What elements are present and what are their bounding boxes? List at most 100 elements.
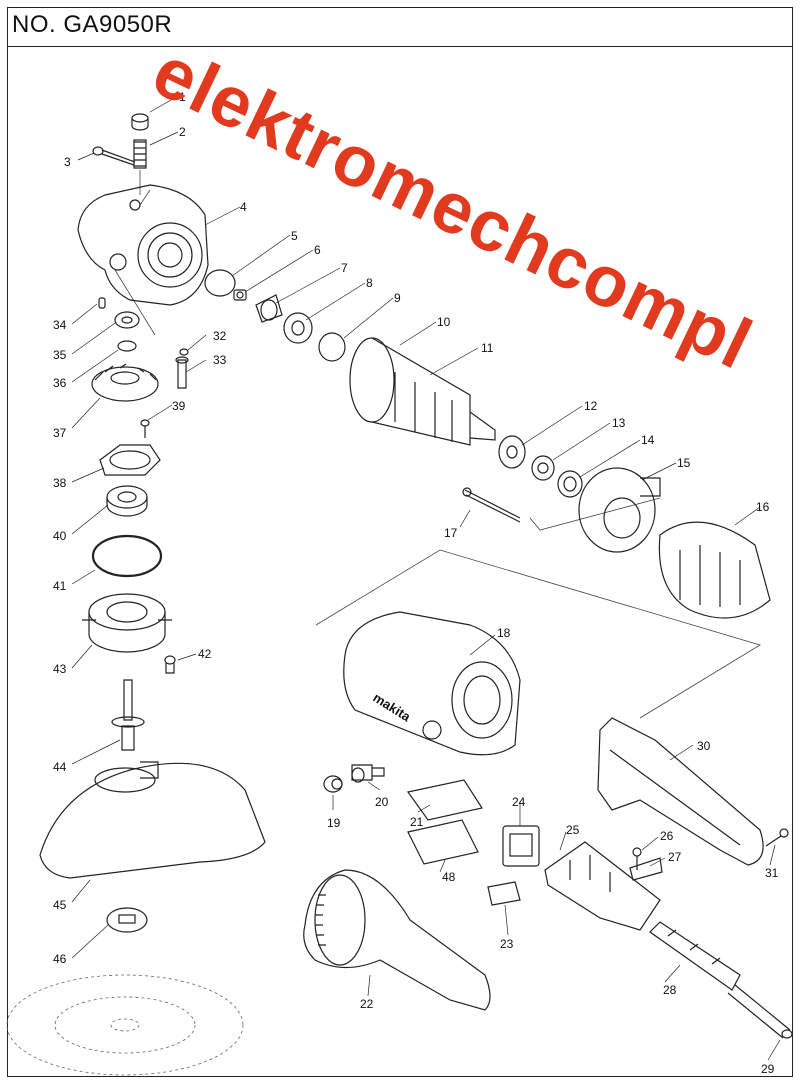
part-48-name-plate[interactable] xyxy=(407,819,479,865)
label-7: 7 xyxy=(341,261,348,275)
part-14-rubber-ring[interactable] xyxy=(557,470,583,498)
label-13: 13 xyxy=(612,416,626,430)
label-15: 15 xyxy=(677,456,691,470)
label-1: 1 xyxy=(179,90,186,104)
part-21-label[interactable] xyxy=(406,779,483,821)
guide-lines xyxy=(114,170,761,719)
label-22: 22 xyxy=(360,997,374,1011)
grinding-wheel-outline xyxy=(6,974,244,1076)
part-3-screw[interactable] xyxy=(92,146,136,166)
page-title: NO. GA9050R xyxy=(12,11,173,38)
label-36: 36 xyxy=(53,376,67,390)
label-9: 9 xyxy=(394,291,401,305)
part-35-bearing[interactable] xyxy=(114,311,140,329)
part-23-sponge[interactable] xyxy=(487,881,521,906)
label-10: 10 xyxy=(437,315,451,329)
part-15-baffle-plate[interactable] xyxy=(578,467,661,553)
part-1-cap[interactable] xyxy=(131,113,149,131)
label-45: 45 xyxy=(53,898,67,912)
label-11: 11 xyxy=(481,341,494,355)
part-22-handle[interactable] xyxy=(303,869,491,1011)
part-40-bearing[interactable] xyxy=(106,485,148,517)
label-40: 40 xyxy=(53,529,67,543)
label-17: 17 xyxy=(444,526,458,540)
label-26: 26 xyxy=(660,829,674,843)
leader-lines xyxy=(71,95,781,1061)
part-29-cord[interactable] xyxy=(727,984,793,1039)
label-44: 44 xyxy=(53,760,67,774)
label-39: 39 xyxy=(172,399,186,413)
label-35: 35 xyxy=(53,348,67,362)
label-25: 25 xyxy=(566,823,580,837)
label-42: 42 xyxy=(198,647,212,661)
label-2: 2 xyxy=(179,125,186,139)
label-12: 12 xyxy=(584,399,598,413)
label-37: 37 xyxy=(53,426,67,440)
part-30-handle-cover[interactable] xyxy=(597,717,764,866)
part-34-pin[interactable] xyxy=(98,297,106,309)
part-26-screw[interactable] xyxy=(632,847,642,870)
label-29: 29 xyxy=(761,1062,775,1076)
part-42-screw[interactable] xyxy=(164,655,176,674)
part-7-pinion[interactable] xyxy=(255,294,283,323)
part-37-spiral-bevel-gear[interactable] xyxy=(91,363,159,402)
part-36-retaining-ring[interactable] xyxy=(117,340,137,352)
label-14: 14 xyxy=(641,433,655,447)
label-3: 3 xyxy=(64,155,71,169)
part-31-screw[interactable] xyxy=(765,828,789,847)
label-20: 20 xyxy=(375,795,389,809)
part-16-field[interactable] xyxy=(658,521,771,619)
part-5-o-ring[interactable] xyxy=(204,269,236,297)
label-33: 33 xyxy=(213,353,227,367)
part-27-strain-relief[interactable] xyxy=(629,857,663,881)
part-number-labels: 1 2 3 4 5 6 7 8 9 10 11 12 13 14 15 16 1… xyxy=(53,90,779,1076)
diagram-frame xyxy=(7,7,793,1077)
label-38: 38 xyxy=(53,476,67,490)
part-38-bearing-retainer[interactable] xyxy=(99,444,161,476)
part-6-nut[interactable] xyxy=(233,289,247,301)
part-43-bearing-box[interactable] xyxy=(82,593,172,653)
part-8-bearing[interactable] xyxy=(283,312,313,344)
part-13-bearing[interactable] xyxy=(531,455,555,481)
label-32: 32 xyxy=(213,329,227,343)
part-45-wheel-guard[interactable] xyxy=(39,761,266,879)
label-18: 18 xyxy=(497,626,511,640)
label-23: 23 xyxy=(500,937,514,951)
label-43: 43 xyxy=(53,662,67,676)
label-5: 5 xyxy=(291,229,298,243)
part-12-baffle[interactable] xyxy=(498,435,526,469)
label-21: 21 xyxy=(410,815,424,829)
label-28: 28 xyxy=(663,983,677,997)
label-34: 34 xyxy=(53,318,67,332)
label-46: 46 xyxy=(53,952,67,966)
label-30: 30 xyxy=(697,739,711,753)
label-4: 4 xyxy=(240,200,247,214)
part-24-noise-suppressor[interactable] xyxy=(502,825,540,867)
label-48: 48 xyxy=(442,870,456,884)
part-19-brush-cap[interactable] xyxy=(323,775,343,793)
part-44-spindle[interactable] xyxy=(111,679,145,751)
part-4-gear-housing[interactable] xyxy=(77,184,209,306)
part-25-switch[interactable] xyxy=(544,841,661,931)
part-2-spring[interactable] xyxy=(133,139,147,169)
part-46-inner-flange[interactable] xyxy=(106,907,148,933)
title-divider xyxy=(7,46,793,47)
part-32-o-ring[interactable] xyxy=(179,348,189,356)
part-39-screw[interactable] xyxy=(140,419,150,438)
label-27: 27 xyxy=(668,850,682,864)
part-20-carbon-brush[interactable] xyxy=(351,764,385,783)
label-19: 19 xyxy=(327,816,341,830)
part-33-pin[interactable] xyxy=(175,356,189,389)
label-24: 24 xyxy=(512,795,526,809)
part-18-motor-housing[interactable] xyxy=(343,611,521,756)
part-28-cord-guard[interactable] xyxy=(649,921,741,991)
label-8: 8 xyxy=(366,276,373,290)
part-10-11-armature[interactable] xyxy=(349,337,496,446)
part-41-o-ring[interactable] xyxy=(91,534,163,578)
label-41: 41 xyxy=(53,579,67,593)
part-9-retaining-ring[interactable] xyxy=(318,332,346,362)
label-31: 31 xyxy=(765,866,779,880)
label-16: 16 xyxy=(756,500,770,514)
part-17-screw[interactable] xyxy=(462,487,521,523)
